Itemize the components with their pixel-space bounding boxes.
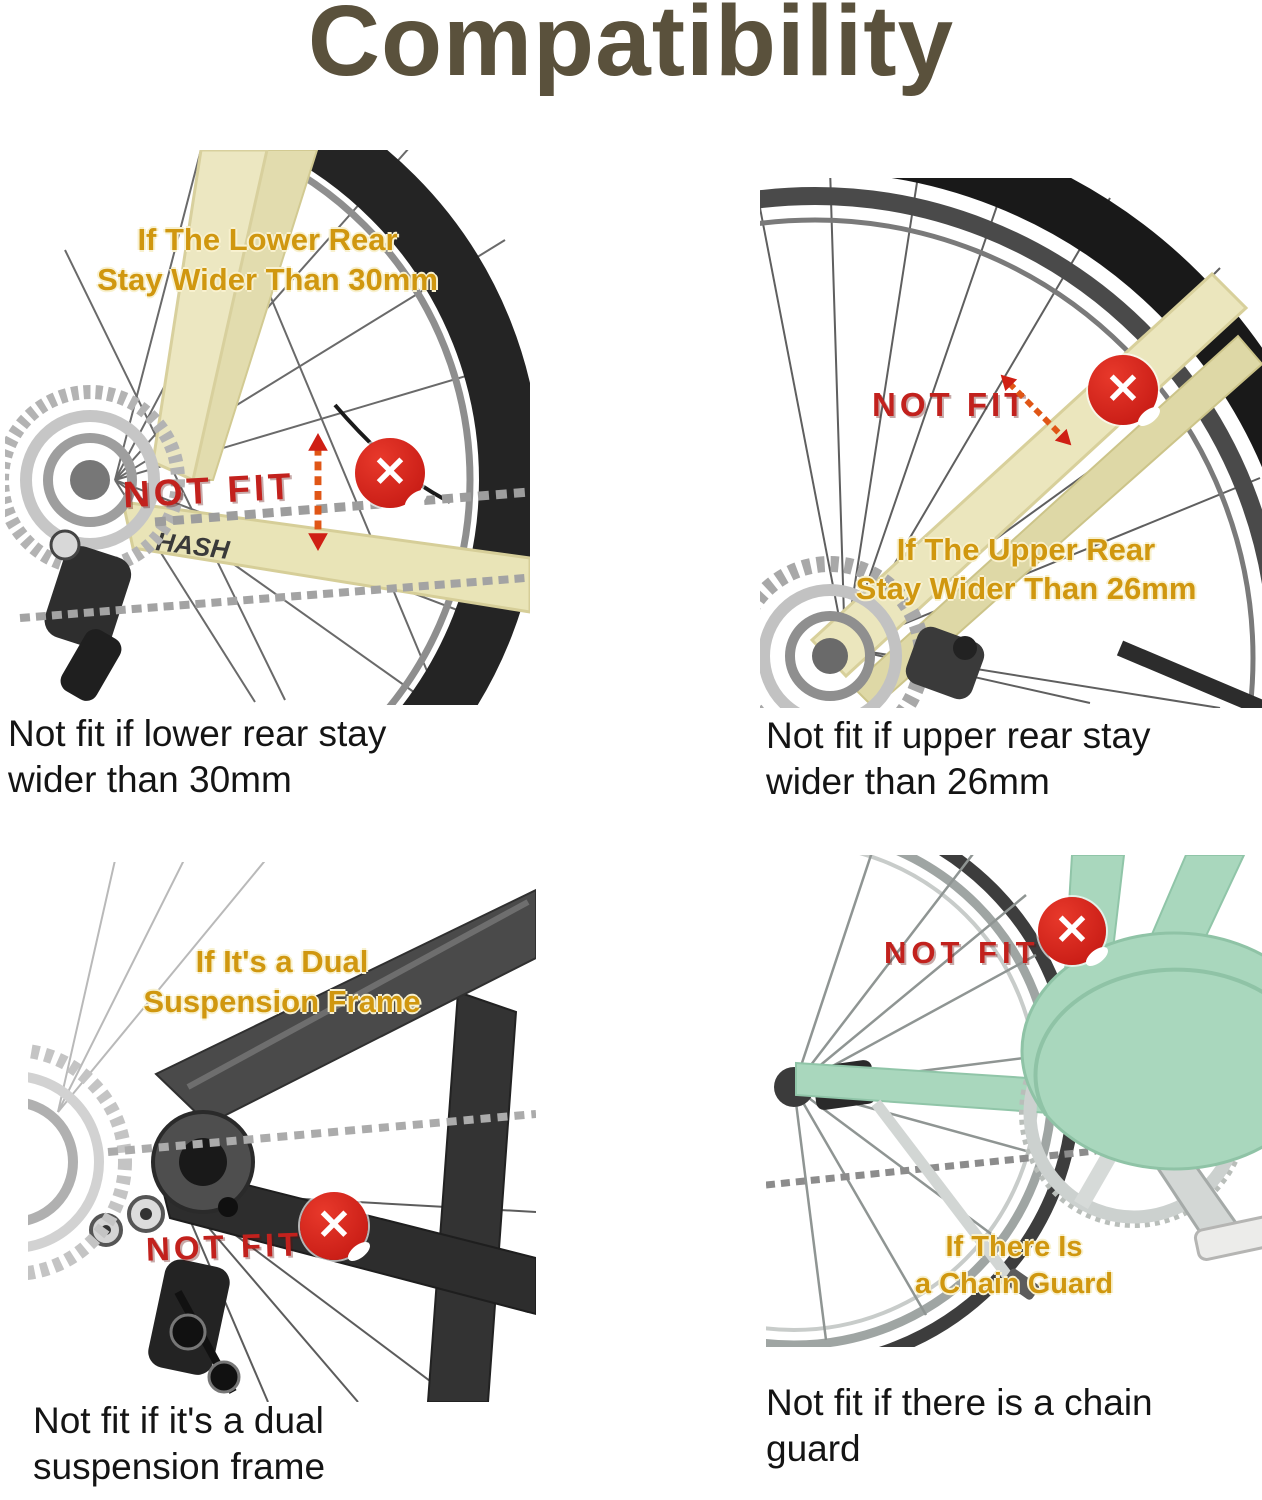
caption-line: Not fit if there is a chain — [766, 1382, 1153, 1423]
chain-top — [154, 487, 530, 527]
caption-dual-suspension: Not fit if it's a dual suspension frame — [33, 1398, 463, 1490]
dual-suspension-frame-illustration — [28, 862, 536, 1402]
caption-line: guard — [766, 1428, 861, 1469]
not-fit-x-icon: ✕ — [355, 438, 425, 508]
not-fit-label: NOT FIT — [872, 386, 1029, 423]
caption-lower-rear-stay: Not fit if lower rear stay wider than 30… — [8, 711, 488, 803]
chain-guard — [1020, 931, 1262, 1171]
cassette — [28, 1043, 132, 1281]
width-arrow-icon — [308, 433, 328, 551]
rim — [760, 187, 1262, 586]
condition-line: Stay Wider Than 30mm — [97, 262, 438, 297]
tire — [275, 150, 530, 705]
photo-lower-rear-stay: HASH If The Lower Rear Stay Wider Than 3… — [5, 150, 530, 705]
condition-line: If The Upper Rear — [896, 532, 1156, 567]
wheel-spokes — [57, 862, 266, 1113]
chain-bottom — [19, 574, 526, 622]
not-fit-x-icon: ✕ — [1088, 355, 1158, 425]
derailleur — [148, 1259, 241, 1394]
rim-edge — [760, 217, 1256, 708]
seat-stays — [809, 271, 1262, 708]
caption-line: suspension frame — [33, 1446, 326, 1487]
caption-line: Not fit if lower rear stay — [8, 713, 387, 754]
caption-chain-guard: Not fit if there is a chain guard — [766, 1380, 1236, 1472]
not-fit-label: NOT FIT — [122, 465, 296, 516]
seat-tube — [426, 990, 518, 1402]
not-fit-x-icon: ✕ — [300, 1192, 368, 1260]
bike-seat-stay-illustration — [760, 178, 1262, 708]
not-fit-x-icon: ✕ — [1038, 897, 1106, 965]
condition-line: If The Lower Rear — [137, 222, 398, 257]
photo-dual-suspension: If It's a Dual Suspension Frame NOT FIT … — [28, 862, 536, 1402]
not-fit-label: NOT FIT — [145, 1225, 303, 1268]
condition-line: If It's a Dual — [195, 944, 369, 979]
kickstand — [871, 1099, 1040, 1300]
condition-text-lower-rear-stay: If The Lower Rear Stay Wider Than 30mm — [5, 220, 530, 300]
condition-line: a Chain Guard — [914, 1268, 1114, 1300]
condition-line: Stay Wider Than 26mm — [855, 571, 1197, 606]
caption-upper-rear-stay: Not fit if upper rear stay wider than 26… — [766, 713, 1256, 805]
frame-seat-tubes — [151, 150, 319, 483]
caption-line: Not fit if upper rear stay — [766, 715, 1151, 756]
photo-chain-guard: NOT FIT ✕ If There Is a Chain Guard — [766, 855, 1262, 1347]
city-bike-chain-guard-illustration — [766, 855, 1262, 1347]
pedal — [1193, 1215, 1262, 1261]
chain — [107, 1110, 536, 1156]
x-glyph: ✕ — [1105, 365, 1141, 412]
x-glyph: ✕ — [316, 1201, 352, 1248]
x-glyph: ✕ — [1054, 906, 1090, 953]
condition-line: If There Is — [945, 1231, 1083, 1263]
x-glyph: ✕ — [372, 448, 408, 495]
caption-line: Not fit if it's a dual — [33, 1400, 324, 1441]
suspension-pivot — [89, 1110, 255, 1247]
caption-line: wider than 30mm — [8, 759, 292, 800]
not-fit-label: NOT FIT — [884, 935, 1040, 970]
page-title: Compatibility — [307, 0, 955, 97]
caption-line: wider than 26mm — [766, 761, 1050, 802]
bike-rear-wheel-illustration: HASH — [5, 150, 530, 705]
derailleur — [44, 529, 132, 701]
derailleur — [905, 626, 985, 700]
frame-shadow — [1116, 640, 1262, 708]
width-arrow-icon — [1000, 374, 1072, 446]
condition-line: Suspension Frame — [143, 984, 421, 1019]
condition-text-dual-suspension: If It's a Dual Suspension Frame — [28, 942, 536, 1022]
condition-text-upper-rear-stay: If The Upper Rear Stay Wider Than 26mm — [760, 530, 1262, 608]
photo-upper-rear-stay: NOT FIT ✕ If The Upper Rear Stay Wider T… — [760, 178, 1262, 708]
rim — [244, 150, 474, 705]
condition-text-chain-guard: If There Is a Chain Guard — [766, 1229, 1262, 1303]
